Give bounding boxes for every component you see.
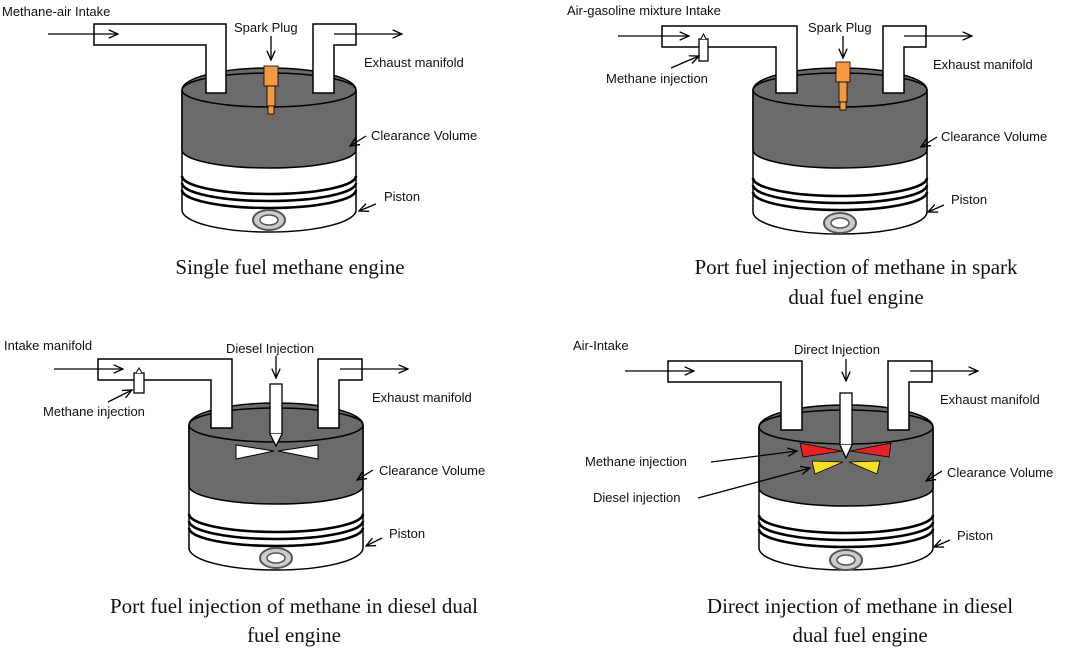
spark-plug bbox=[263, 65, 279, 115]
exhaust-label: Exhaust manifold bbox=[364, 55, 464, 70]
clearance-arrow bbox=[921, 136, 938, 147]
clearance-volume-label: Clearance Volume bbox=[947, 465, 1053, 480]
spark-plug-label: Spark Plug bbox=[808, 20, 872, 35]
methane-injector bbox=[133, 367, 145, 394]
direct-injector bbox=[839, 392, 853, 460]
clearance-arrow bbox=[926, 470, 943, 481]
clearance-volume-label: Clearance Volume bbox=[941, 129, 1047, 144]
panel-spark-dual-fuel: Air-gasoline mixture Intake Spark Plug M… bbox=[567, 3, 1047, 309]
piston-rings bbox=[180, 175, 358, 210]
methane-spray bbox=[799, 442, 892, 458]
exhaust-label: Exhaust manifold bbox=[933, 57, 1033, 72]
methane-injector bbox=[698, 32, 709, 62]
clearance-volume-label: Clearance Volume bbox=[379, 463, 485, 478]
exhaust-label: Exhaust manifold bbox=[372, 390, 472, 405]
exhaust-pipe bbox=[882, 25, 927, 94]
piston-rings bbox=[757, 514, 935, 549]
exhaust-pipe bbox=[887, 360, 933, 431]
piston-arrow bbox=[934, 540, 951, 547]
piston-arrow bbox=[366, 537, 383, 546]
piston-rings bbox=[187, 513, 365, 548]
piston-rings bbox=[751, 177, 929, 212]
methane-injection-arrow bbox=[710, 451, 797, 463]
intake-pipe bbox=[97, 358, 233, 429]
panel-caption-line-1: Port fuel injection of methane in spark bbox=[694, 255, 1018, 279]
panel-direct-injection-dual-fuel: Air-Intake Direct Injection Methane inje… bbox=[573, 338, 1053, 647]
panel-caption-line-2: dual fuel engine bbox=[792, 623, 927, 647]
diesel-spray bbox=[235, 444, 319, 460]
intake-label: Air-gasoline mixture Intake bbox=[567, 3, 721, 18]
clearance-arrow bbox=[357, 469, 374, 480]
piston-arrow bbox=[928, 205, 945, 212]
exhaust-pipe bbox=[317, 358, 363, 429]
intake-pipe bbox=[661, 25, 798, 94]
panel-caption-line-1: Port fuel injection of methane in diesel… bbox=[110, 594, 478, 618]
panel-caption-line-2: fuel engine bbox=[247, 623, 341, 647]
diesel-injection-label: Diesel Injection bbox=[226, 341, 314, 356]
panel-single-fuel: Methane-air Intake Spark Plug Exhaust ma… bbox=[2, 4, 477, 279]
methane-injection-label: Methane injection bbox=[606, 71, 708, 86]
panel-caption-line-1: Direct injection of methane in diesel bbox=[707, 594, 1013, 618]
intake-label: Intake manifold bbox=[4, 338, 92, 353]
clearance-volume-label: Clearance Volume bbox=[371, 128, 477, 143]
exhaust-pipe bbox=[312, 23, 357, 94]
methane-injection-arrow bbox=[107, 390, 132, 403]
diesel-injection-arrow bbox=[697, 468, 810, 499]
intake-label: Air-Intake bbox=[573, 338, 629, 353]
intake-label: Methane-air Intake bbox=[2, 4, 110, 19]
diesel-spray bbox=[811, 460, 881, 475]
piston-label: Piston bbox=[389, 526, 425, 541]
panel-caption: Single fuel methane engine bbox=[175, 255, 404, 279]
exhaust-label: Exhaust manifold bbox=[940, 392, 1040, 407]
diesel-injection-label: Diesel injection bbox=[593, 490, 680, 505]
intake-pipe bbox=[93, 23, 227, 94]
methane-injection-arrow bbox=[670, 56, 699, 69]
clearance-arrow bbox=[350, 135, 367, 146]
piston-arrow bbox=[359, 204, 377, 211]
panel-diesel-port-dual-fuel: Intake manifold Diesel Injection Methane… bbox=[4, 338, 485, 647]
piston-label: Piston bbox=[951, 192, 987, 207]
piston-label: Piston bbox=[957, 528, 993, 543]
direct-injection-label: Direct Injection bbox=[794, 342, 880, 357]
panel-caption-line-2: dual fuel engine bbox=[788, 285, 923, 309]
spark-plug-label: Spark Plug bbox=[234, 20, 298, 35]
spark-plug bbox=[835, 61, 851, 111]
methane-injection-label: Methane injection bbox=[43, 404, 145, 419]
diesel-injector bbox=[269, 383, 283, 448]
piston-label: Piston bbox=[384, 189, 420, 204]
intake-pipe bbox=[667, 360, 803, 431]
methane-injection-label: Methane injection bbox=[585, 454, 687, 469]
